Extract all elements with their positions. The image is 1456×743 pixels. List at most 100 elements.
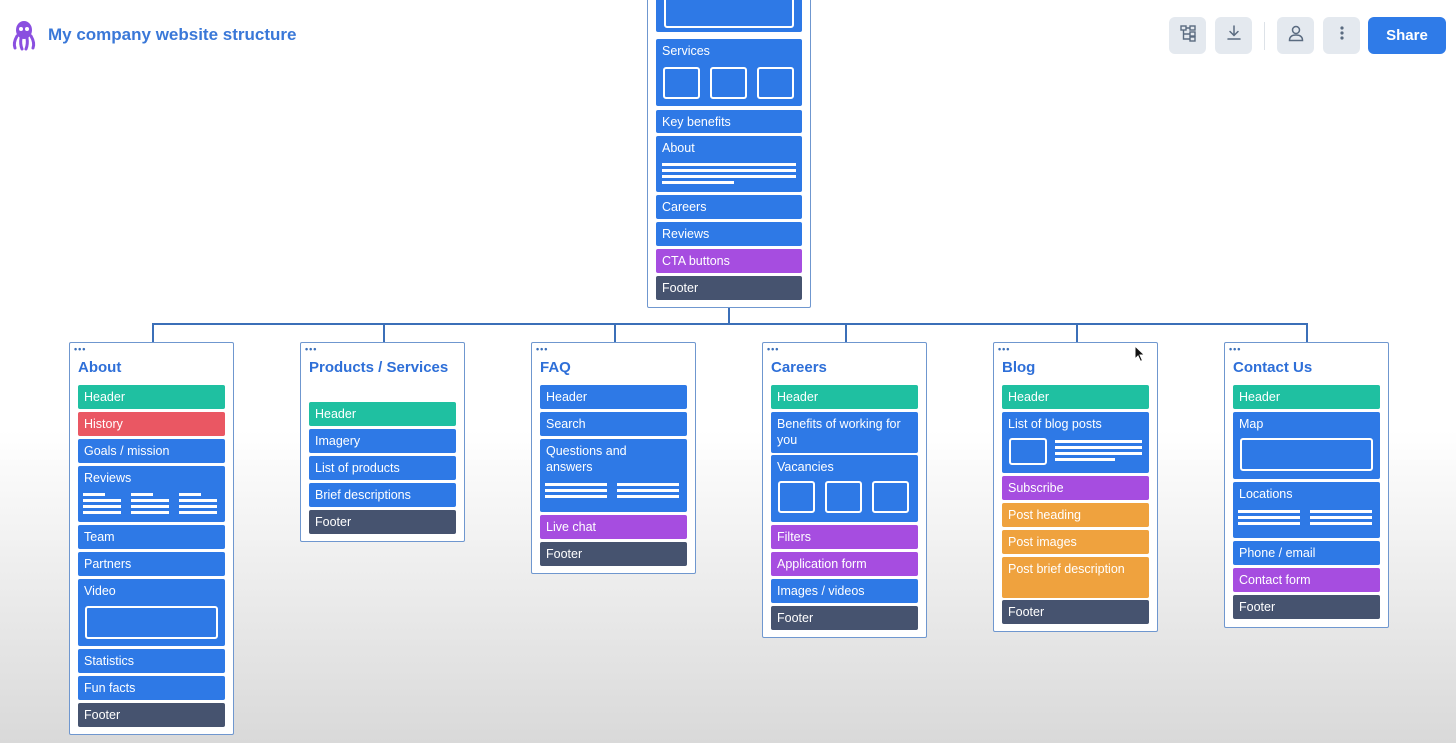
home-about-block[interactable]: About <box>656 136 802 192</box>
text-line <box>662 175 796 178</box>
text-line <box>131 493 153 496</box>
about-page-card[interactable]: ••• About Header History Goals / mission… <box>69 342 234 735</box>
contact-form-block[interactable]: Contact form <box>1233 568 1380 592</box>
page-title: Careers <box>771 359 827 376</box>
hero-block[interactable] <box>656 0 802 32</box>
download-button[interactable] <box>1215 17 1252 54</box>
sitemap-view-button[interactable] <box>1169 17 1206 54</box>
contact-map-block[interactable]: Map <box>1233 412 1380 479</box>
app-title[interactable]: My company website structure <box>48 25 297 44</box>
faq-search-block[interactable]: Search <box>540 412 687 436</box>
contact-phone-block[interactable]: Phone / email <box>1233 541 1380 565</box>
contact-page-card[interactable]: ••• Contact Us Header Map Locations Phon… <box>1224 342 1389 628</box>
card-menu-dots[interactable]: ••• <box>998 344 1011 354</box>
text-line <box>1238 510 1300 513</box>
app-title-area: My company website structure <box>10 18 296 52</box>
image-placeholder <box>825 481 862 513</box>
about-goals-block[interactable]: Goals / mission <box>78 439 225 463</box>
share-button[interactable]: Share <box>1368 17 1446 54</box>
careers-benefits-block[interactable]: Benefits of working for you <box>771 412 918 453</box>
connector-blog <box>1076 323 1078 342</box>
home-page-card[interactable]: Services Key benefits About Careers Revi… <box>647 0 811 308</box>
home-key-benefits-block[interactable]: Key benefits <box>656 110 802 133</box>
page-title: Contact Us <box>1233 359 1313 376</box>
text-line <box>179 505 217 508</box>
image-placeholder <box>757 67 794 99</box>
blog-page-card[interactable]: ••• Blog Header List of blog posts Subsc… <box>993 342 1158 632</box>
about-team-block[interactable]: Team <box>78 525 225 549</box>
block-label: Map <box>1239 417 1264 431</box>
block-label: Locations <box>1239 487 1293 501</box>
home-services-block[interactable]: Services <box>656 39 802 106</box>
about-history-block[interactable]: History <box>78 412 225 436</box>
connector-bus <box>152 323 1307 325</box>
faq-page-card[interactable]: ••• FAQ Header Search Questions and answ… <box>531 342 696 574</box>
image-placeholder <box>663 67 700 99</box>
text-line <box>545 483 607 486</box>
home-cta-block[interactable]: CTA buttons <box>656 249 802 273</box>
text-line <box>1055 452 1142 455</box>
careers-header-block[interactable]: Header <box>771 385 918 409</box>
home-reviews-block[interactable]: Reviews <box>656 222 802 246</box>
faq-footer-block[interactable]: Footer <box>540 542 687 566</box>
careers-page-card[interactable]: ••• Careers Header Benefits of working f… <box>762 342 927 638</box>
blog-post-heading-block[interactable]: Post heading <box>1002 503 1149 527</box>
products-list-block[interactable]: List of products <box>309 456 456 480</box>
blog-subscribe-block[interactable]: Subscribe <box>1002 476 1149 500</box>
text-line <box>1310 516 1372 519</box>
contact-header-block[interactable]: Header <box>1233 385 1380 409</box>
careers-footer-block[interactable]: Footer <box>771 606 918 630</box>
text-line <box>1238 516 1300 519</box>
more-options-button[interactable] <box>1323 17 1360 54</box>
card-menu-dots[interactable]: ••• <box>767 344 780 354</box>
about-fun-facts-block[interactable]: Fun facts <box>78 676 225 700</box>
about-header-block[interactable]: Header <box>78 385 225 409</box>
text-line <box>545 489 607 492</box>
faq-qa-block[interactable]: Questions and answers <box>540 439 687 512</box>
careers-filters-block[interactable]: Filters <box>771 525 918 549</box>
toolbar-divider <box>1264 22 1265 50</box>
home-careers-block[interactable]: Careers <box>656 195 802 219</box>
blog-footer-block[interactable]: Footer <box>1002 600 1149 624</box>
careers-application-block[interactable]: Application form <box>771 552 918 576</box>
products-imagery-block[interactable]: Imagery <box>309 429 456 453</box>
products-footer-block[interactable]: Footer <box>309 510 456 534</box>
about-video-block[interactable]: Video <box>78 579 225 646</box>
text-line <box>83 511 121 514</box>
connector-faq <box>614 323 616 342</box>
image-placeholder <box>778 481 815 513</box>
about-statistics-block[interactable]: Statistics <box>78 649 225 673</box>
products-header-block[interactable]: Header <box>309 402 456 426</box>
blog-post-brief-block[interactable]: Post brief description <box>1002 557 1149 598</box>
blog-header-block[interactable]: Header <box>1002 385 1149 409</box>
about-reviews-block[interactable]: Reviews <box>78 466 225 522</box>
careers-vacancies-block[interactable]: Vacancies <box>771 455 918 522</box>
products-page-card[interactable]: ••• Products / Services Header Imagery L… <box>300 342 465 542</box>
about-footer-block[interactable]: Footer <box>78 703 225 727</box>
image-placeholder <box>872 481 909 513</box>
text-line <box>617 495 679 498</box>
card-menu-dots[interactable]: ••• <box>536 344 549 354</box>
contact-footer-block[interactable]: Footer <box>1233 595 1380 619</box>
image-placeholder <box>664 0 794 28</box>
text-line <box>1310 510 1372 513</box>
about-partners-block[interactable]: Partners <box>78 552 225 576</box>
image-placeholder <box>1009 438 1047 465</box>
card-menu-dots[interactable]: ••• <box>74 344 87 354</box>
careers-media-block[interactable]: Images / videos <box>771 579 918 603</box>
products-descriptions-block[interactable]: Brief descriptions <box>309 483 456 507</box>
user-button[interactable] <box>1277 17 1314 54</box>
home-footer-block[interactable]: Footer <box>656 276 802 300</box>
octopus-logo-icon[interactable] <box>10 19 38 51</box>
contact-locations-block[interactable]: Locations <box>1233 482 1380 538</box>
blog-post-images-block[interactable]: Post images <box>1002 530 1149 554</box>
user-icon <box>1287 24 1305 47</box>
blog-list-block[interactable]: List of blog posts <box>1002 412 1149 473</box>
card-menu-dots[interactable]: ••• <box>305 344 318 354</box>
download-icon <box>1225 24 1243 47</box>
block-label: List of blog posts <box>1008 417 1102 431</box>
card-menu-dots[interactable]: ••• <box>1229 344 1242 354</box>
faq-live-chat-block[interactable]: Live chat <box>540 515 687 539</box>
faq-header-block[interactable]: Header <box>540 385 687 409</box>
text-line <box>179 499 217 502</box>
